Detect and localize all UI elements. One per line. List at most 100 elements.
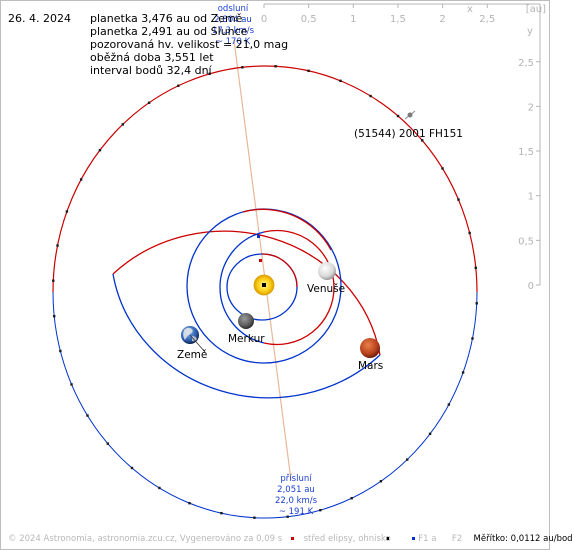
orbit-point (461, 371, 465, 374)
x-axis-tick-label: 2,5 (479, 14, 495, 25)
x-axis-tick-label: 0 (261, 14, 267, 25)
y-axis-tick-label: 1,5 (518, 147, 534, 158)
orbit-point (56, 244, 59, 247)
x-axis-tick-label: 0,5 (301, 14, 317, 25)
axes: 0 0,5 1 1,5 2 2,5 2,5 2 1,5 1 0,5 0 [au] x y (261, 3, 546, 292)
y-axis-tick-label: 1 (528, 192, 534, 203)
orbit-point (307, 69, 310, 73)
perihelion-temperature: ~ 191 K (279, 507, 314, 517)
y-axis-letter: y (527, 26, 533, 37)
footer: © 2024 Astronomia, astronomia.zcu.cz, Vy… (8, 534, 573, 544)
orbit-point (428, 432, 432, 436)
orbit-point (447, 403, 451, 406)
orbit-point (106, 442, 109, 445)
orbit-point (350, 497, 353, 500)
axis-unit-label: [au] (526, 4, 546, 15)
asteroid-orbit-points (52, 65, 478, 519)
info-orbital-period: oběžná doba 3,551 let (90, 51, 214, 64)
legend-f2-dot (412, 537, 415, 540)
aphelion-speed: 17,3 km/s (212, 26, 255, 36)
footer-center-legend: střed elipsy, ohnisko (303, 534, 391, 544)
orbit-point (177, 84, 180, 87)
asteroid-orbit-lower (52, 291, 478, 519)
x-axis-letter: x (467, 4, 473, 15)
venus-orbit-blue (219, 231, 265, 344)
orbit-point (130, 466, 134, 470)
orbit-point (208, 72, 211, 76)
focus-marker (257, 235, 260, 238)
orbit-point (52, 279, 55, 282)
x-axis-tick-label: 1,5 (390, 14, 406, 25)
venus-label: Venuše (307, 283, 345, 295)
y-axis-tick-label: 0 (528, 281, 534, 292)
orbit-point (98, 148, 102, 152)
earth-pointer (189, 334, 206, 353)
orbit-point (53, 314, 56, 318)
orbit-point (241, 66, 244, 69)
solar-system-orbit-diagram: 0 0,5 1 1,5 2 2,5 2,5 2 1,5 1 0,5 0 [au] x y Venuše Me… (52, 3, 546, 540)
aphelion-distance: 2,804 au (214, 15, 252, 25)
mars-label: Mars (358, 360, 383, 372)
x-axis-tick-label: 1 (350, 14, 356, 25)
diagram-frame (0, 0, 550, 550)
footer-copyright: © 2024 Astronomia, astronomia.zcu.cz (8, 534, 175, 544)
orbit-point (396, 114, 400, 118)
ellipse-center-marker (259, 259, 262, 262)
earth-orbit-red-arc (242, 208, 332, 251)
orbit-point (406, 458, 409, 461)
y-axis-tick-label: 0,5 (518, 236, 534, 247)
orbit-point (421, 139, 424, 142)
date-label: 26. 4. 2024 (8, 12, 71, 25)
orbit-point (468, 231, 471, 235)
info-magnitude: pozorovaná hv. velikost = 21,0 mag (90, 38, 289, 51)
orbit-point (286, 515, 289, 518)
perihelion-title: přísluní (280, 474, 312, 484)
info-block: planetka 3,476 au od Země planetka 2,491… (90, 12, 288, 77)
info-sun-distance: planetka 2,491 au od Slunce (90, 25, 248, 38)
mars-orbit-upper (112, 230, 381, 356)
orbit-point (220, 511, 223, 515)
orbit-point (158, 486, 161, 490)
orbit-point (253, 516, 256, 519)
mars-planet (360, 338, 380, 358)
orbit-point (147, 101, 151, 104)
perihelion-speed: 22,0 km/s (275, 496, 318, 506)
orbit-point (65, 210, 69, 213)
orbit-point (441, 167, 444, 170)
x-axis-tick-label: 2 (439, 14, 445, 25)
footer-f2-legend: F2 (451, 534, 463, 544)
orbit-point (274, 65, 277, 68)
orbit-point (121, 123, 124, 126)
info-point-interval: interval bodů 32,4 dní (90, 64, 212, 77)
orbit-point (59, 349, 62, 353)
y-axis-tick-label: 2 (528, 102, 534, 113)
perihelion-label: přísluní 2,051 au 22,0 km/s ~ 191 K (275, 474, 318, 517)
sun-center-marker (262, 283, 266, 287)
aphelion-title: odsluní (218, 4, 249, 14)
perihelion-distance: 2,051 au (277, 485, 315, 495)
orbit-point (474, 266, 477, 270)
orbit-point (70, 383, 73, 386)
orbit-point (369, 94, 372, 98)
y-axis-tick-label: 2,5 (518, 58, 534, 69)
orbit-point (188, 501, 191, 505)
footer-scale: Měřítko: 0,0112 au/bod (473, 534, 573, 544)
mercury-label: Merkur (228, 333, 265, 345)
legend-center-dot (291, 537, 294, 540)
asteroid-marker (404, 110, 416, 120)
legend-f1-dot (386, 537, 389, 540)
orbit-point (319, 508, 322, 512)
orbit-point (379, 480, 383, 483)
orbit-point (471, 337, 474, 340)
aphelion-label: odsluní 2,804 au 17,3 km/s ~ 170 K (212, 4, 255, 47)
venus-planet (318, 262, 336, 280)
mercury-planet (238, 313, 254, 329)
orbit-point (79, 178, 83, 181)
asteroid-label: (51544) 2001 FH151 (354, 128, 463, 140)
footer-f1-legend: F1 a (418, 534, 437, 544)
asteroid-orbit-upper (52, 65, 478, 293)
mercury-orbit-red-arc (261, 253, 298, 288)
info-earth-distance: planetka 3,476 au od Země (90, 12, 243, 25)
earth-label: Země (177, 349, 207, 361)
venus-orbit-red (263, 229, 335, 346)
